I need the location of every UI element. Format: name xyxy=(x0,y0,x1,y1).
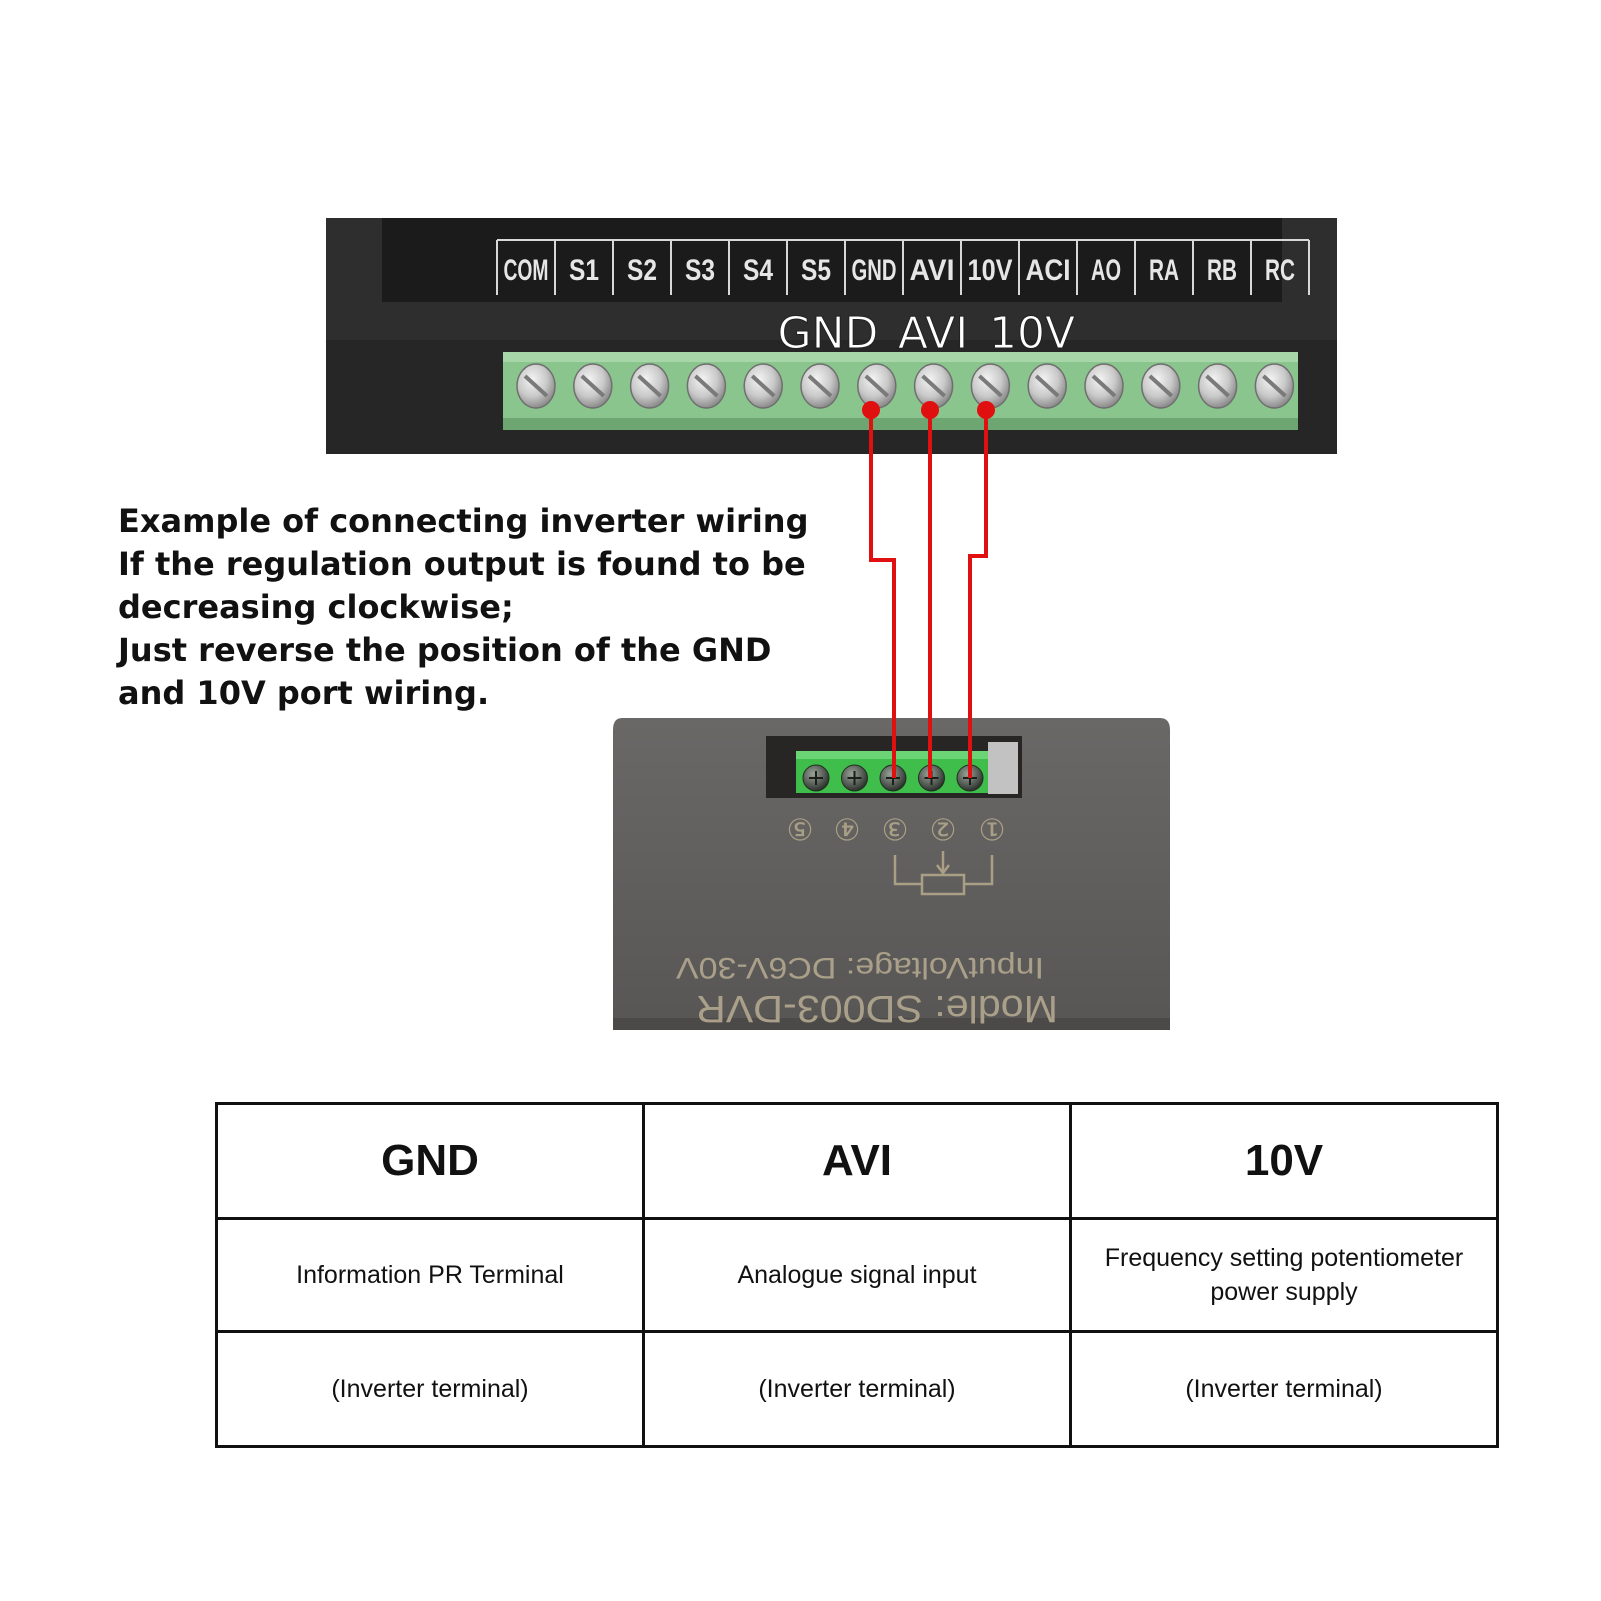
callout-label-gnd: GND xyxy=(778,308,879,359)
instruction-line: Example of connecting inverter wiring xyxy=(118,502,809,540)
description-gnd: Information PR Terminal xyxy=(215,1217,645,1333)
instruction-line: Just reverse the position of the GND xyxy=(118,631,772,669)
terminal-label-s1: S1 xyxy=(569,254,599,287)
red-wires xyxy=(869,410,988,778)
instruction-line: and 10V port wiring. xyxy=(118,674,490,712)
pin-number: ① xyxy=(979,811,1006,846)
screw-icon xyxy=(573,363,613,409)
screw-icon xyxy=(1084,363,1124,409)
pin-number: ③ xyxy=(882,811,909,846)
terminal-label-ra: RA xyxy=(1149,254,1179,287)
terminal-label-com: COM xyxy=(504,254,549,287)
terminal-label-s5: S5 xyxy=(801,254,831,287)
screw-icon xyxy=(913,363,954,409)
pin-number: ④ xyxy=(834,811,861,846)
module-printed-text: InputVoltage: DC6V-30V Modle: SD003-DVR xyxy=(676,951,1058,1029)
inverter-callout-labels: GND AVI 10V xyxy=(777,308,1075,360)
terminal-label-s3: S3 xyxy=(685,254,715,287)
header-10v: 10V xyxy=(1069,1102,1499,1220)
terminal-label-gnd: GND xyxy=(852,254,897,287)
inverter-screws xyxy=(516,363,1295,409)
wire-gnd xyxy=(869,410,896,778)
terminal-table: GND AVI 10V Information PR Terminal Anal… xyxy=(215,1102,1499,1448)
terminal-label-avi: AVI xyxy=(910,254,955,287)
screw-icon xyxy=(516,363,556,409)
terminal-label-rc: RC xyxy=(1265,254,1295,287)
screw-icon xyxy=(841,764,868,792)
table-row: Information PR Terminal Analogue signal … xyxy=(215,1217,1499,1333)
pin-number: ⑤ xyxy=(787,811,814,846)
screw-icon xyxy=(802,764,830,792)
module-model-text: Modle: SD003-DVR xyxy=(696,987,1058,1029)
terminal-label-s2: S2 xyxy=(627,254,657,287)
screw-icon xyxy=(1141,363,1181,409)
callout-label-avi: AVI xyxy=(898,308,968,359)
wire-10v xyxy=(968,410,988,778)
screw-icon xyxy=(1254,363,1295,409)
instruction-line: decreasing clockwise; xyxy=(118,588,514,626)
callout-label-10v: 10V xyxy=(989,308,1075,359)
note-10v: (Inverter terminal) xyxy=(1069,1330,1499,1448)
screw-icon xyxy=(970,363,1011,409)
module-voltage-text: InputVoltage: DC6V-30V xyxy=(676,951,1044,984)
header-avi: AVI xyxy=(642,1102,1072,1220)
screw-icon xyxy=(800,363,840,409)
screw-icon xyxy=(686,363,727,409)
table-row: (Inverter terminal) (Inverter terminal) … xyxy=(215,1330,1499,1448)
terminal-label-strip xyxy=(382,218,1282,302)
screw-icon xyxy=(1197,363,1238,409)
module-latch xyxy=(988,742,1018,794)
description-avi: Analogue signal input xyxy=(642,1217,1072,1333)
wiring-instructions: Example of connecting inverter wiring If… xyxy=(118,500,809,715)
pin-number: ② xyxy=(930,811,957,846)
terminal-label-aci: ACI xyxy=(1026,254,1071,287)
terminal-label-ao: AO xyxy=(1091,254,1121,287)
screw-icon xyxy=(1027,363,1067,409)
terminal-label-rb: RB xyxy=(1207,254,1237,287)
note-avi: (Inverter terminal) xyxy=(642,1330,1072,1448)
header-gnd: GND xyxy=(215,1102,645,1220)
potentiometer-symbol-icon xyxy=(893,851,994,896)
instruction-line: If the regulation output is found to be xyxy=(118,545,806,583)
inverter-terminal-labels: COM S1 S2 S3 S4 S5 GND AVI 10V ACI AO RA RB RC xyxy=(496,239,1310,295)
wire-endpoints xyxy=(862,401,995,419)
description-10v: Frequency setting potentiometer power su… xyxy=(1069,1217,1499,1333)
terminal-label-s4: S4 xyxy=(743,254,773,287)
terminal-label-10v: 10V xyxy=(968,254,1013,287)
screw-icon xyxy=(743,363,783,409)
screw-icon xyxy=(629,363,670,409)
note-gnd: (Inverter terminal) xyxy=(215,1330,645,1448)
table-header-row: GND AVI 10V xyxy=(215,1102,1499,1220)
screw-icon xyxy=(857,363,897,409)
